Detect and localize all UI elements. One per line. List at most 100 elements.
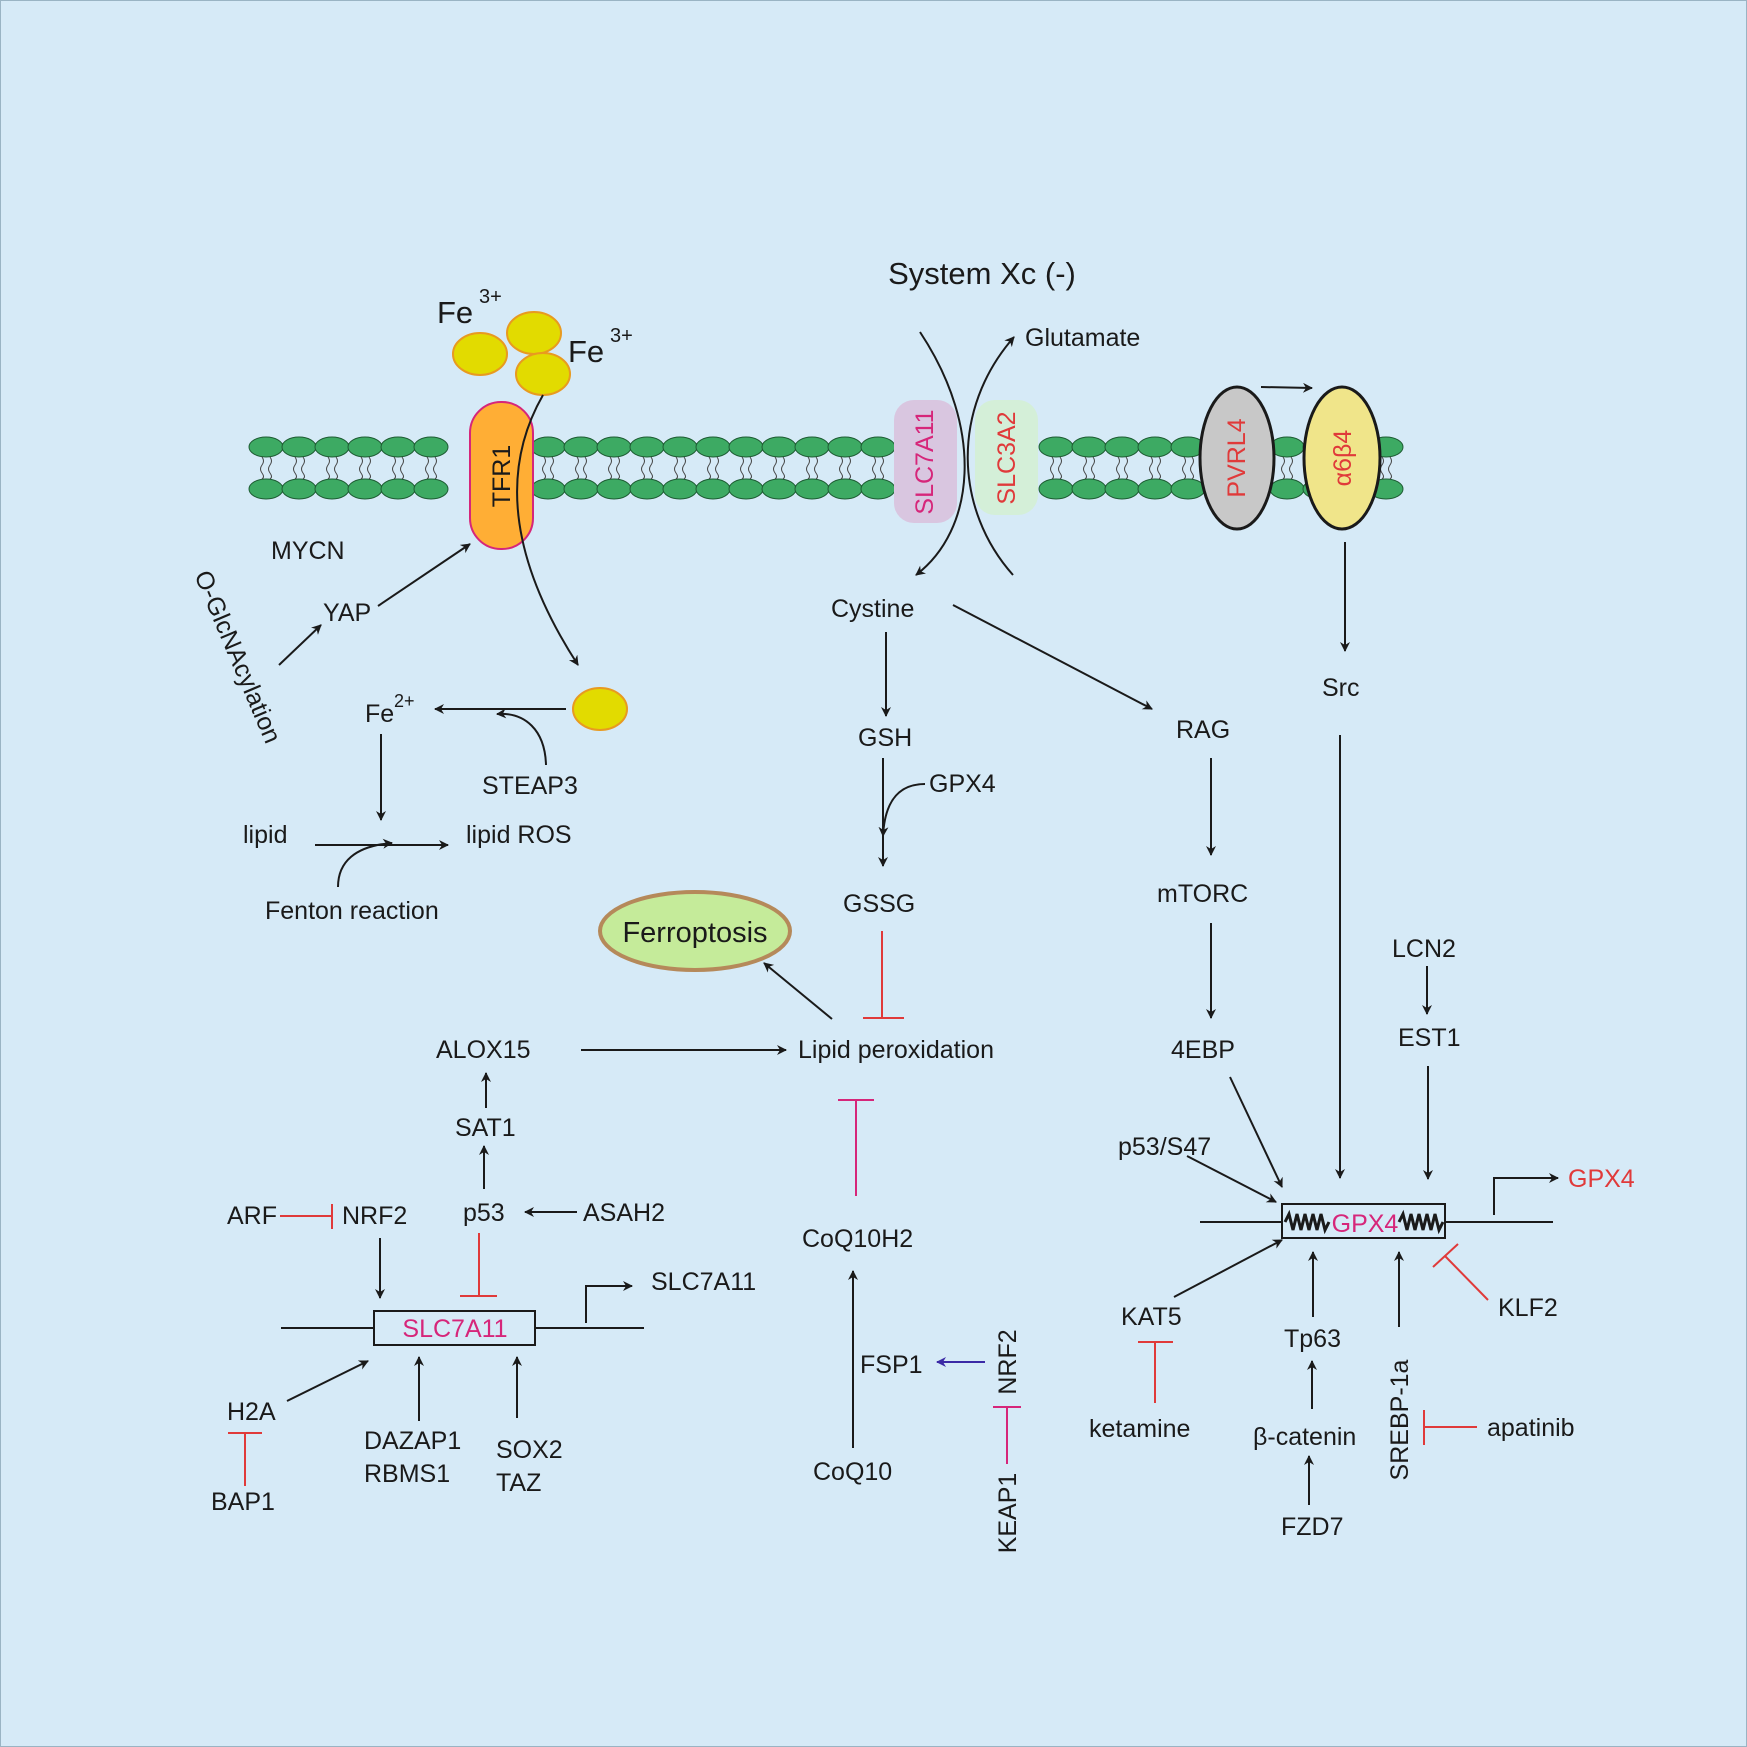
keap1-label: KEAP1 xyxy=(994,1473,1022,1554)
lipid-tail xyxy=(1281,456,1285,480)
lipid-head xyxy=(596,478,632,500)
ferroptosis-label: Ferroptosis xyxy=(622,917,767,949)
fzd7-label: FZD7 xyxy=(1281,1513,1344,1541)
gsh-label: GSH xyxy=(858,724,912,752)
yap-to-tfr1-arrow xyxy=(377,543,471,607)
lipid-tail xyxy=(715,456,719,480)
lipid-tail xyxy=(293,456,297,480)
lipid-tail xyxy=(616,456,620,480)
lipid-head xyxy=(281,478,317,500)
sox2-label: SOX2 xyxy=(496,1436,563,1464)
lipid-tail xyxy=(260,456,264,480)
lipid-tail xyxy=(1058,456,1062,480)
nrf2-left-label: NRF2 xyxy=(342,1202,407,1230)
lipid-tail xyxy=(326,456,330,480)
coq10h2-label: CoQ10H2 xyxy=(802,1225,913,1253)
apatinib-label: apatinib xyxy=(1487,1414,1575,1442)
p53s47-to-gpx4-arrow xyxy=(1186,1155,1277,1203)
lipid-head xyxy=(629,478,665,500)
lipid-tail xyxy=(1388,456,1392,480)
fsp1-label: FSP1 xyxy=(860,1351,923,1379)
lipid-tail xyxy=(334,456,338,480)
lipid-head xyxy=(1038,478,1074,500)
lipid-head xyxy=(1071,436,1107,458)
alox15-label: ALOX15 xyxy=(436,1036,531,1064)
lipid-tail xyxy=(583,456,587,480)
slc7a11-transporter xyxy=(894,400,957,523)
gpx4-catalysis-arc xyxy=(878,783,926,837)
fe3-sup-2: 3+ xyxy=(610,325,633,347)
lipid-tail xyxy=(550,456,554,480)
lipid-head xyxy=(248,478,284,500)
lipid-head xyxy=(596,436,632,458)
lipid-head xyxy=(413,436,449,458)
lcn2-label: LCN2 xyxy=(1392,935,1456,963)
klf2-inhibit-line xyxy=(1444,1255,1489,1301)
lipid-head xyxy=(314,436,350,458)
lipid-head xyxy=(314,478,350,500)
src-label: Src xyxy=(1322,674,1360,702)
fe3-label-1: Fe 3+ xyxy=(437,286,502,330)
lipid-tail xyxy=(641,456,645,480)
lipid-tail xyxy=(1182,456,1186,480)
mtorc-label: mTORC xyxy=(1157,880,1248,908)
coq10-label: CoQ10 xyxy=(813,1458,892,1486)
tp63-label: Tp63 xyxy=(1284,1325,1341,1353)
slc7a11-transporter-label: SLC7A11 xyxy=(911,409,939,514)
lipid-tail xyxy=(1157,456,1161,480)
klf2-label: KLF2 xyxy=(1498,1294,1558,1322)
lipid-head xyxy=(347,478,383,500)
kat5-to-gpx4-arrow xyxy=(1173,1239,1283,1298)
lipid-tail xyxy=(359,456,363,480)
yap-label: YAP xyxy=(323,599,371,627)
4ebp-label: 4EBP xyxy=(1171,1036,1235,1064)
lipid-tail xyxy=(1289,456,1293,480)
lipid-head xyxy=(1137,478,1173,500)
lipid-tail xyxy=(880,456,884,480)
lipid-head xyxy=(380,478,416,500)
lipid-label: lipid xyxy=(243,821,287,849)
fenton-catalysis-arc xyxy=(337,838,393,888)
lipid-tail xyxy=(433,456,437,480)
lipid-ros-label: lipid ROS xyxy=(466,821,572,849)
lipid-tail xyxy=(707,456,711,480)
lipid-head xyxy=(827,436,863,458)
lipid-head xyxy=(695,436,731,458)
iron-uptake-arrow xyxy=(516,394,579,666)
lipid-head xyxy=(281,436,317,458)
cystine-import-arc xyxy=(915,331,966,576)
lipid-tail xyxy=(268,456,272,480)
iron-ion-4 xyxy=(572,687,628,731)
lipid-tail xyxy=(740,456,744,480)
a6b4-integrin xyxy=(1302,385,1382,531)
gpx4-transcription-arrow xyxy=(1493,1173,1559,1215)
klf2-inhibit-bar xyxy=(1432,1243,1459,1268)
lipid-tail xyxy=(649,456,653,480)
pvrl4-to-a6b4-arrow xyxy=(1260,382,1313,393)
srebp-label: SREBP-1a xyxy=(1386,1359,1414,1480)
lipid-head xyxy=(794,478,830,500)
lipid-head xyxy=(761,478,797,500)
fe3-text-1: Fe xyxy=(437,295,473,330)
lipid-tail xyxy=(847,456,851,480)
slc7a11-product-label: SLC7A11 xyxy=(651,1268,756,1296)
slc7a11-transcription-arrow xyxy=(585,1281,633,1323)
lipid-head xyxy=(1071,478,1107,500)
slc7a11-gene-label: SLC7A11 xyxy=(402,1315,507,1343)
arf-label: ARF xyxy=(227,1202,277,1230)
oglcnac-to-yap-arrow xyxy=(278,624,322,666)
sat1-label: SAT1 xyxy=(455,1114,516,1142)
glutamate-label: Glutamate xyxy=(1025,324,1140,352)
lipid-head xyxy=(347,436,383,458)
fe2-sup: 2+ xyxy=(394,691,415,711)
lipid-head xyxy=(728,478,764,500)
mycn-label: MYCN xyxy=(271,537,345,565)
lipid-tail xyxy=(1116,456,1120,480)
iron-ion-1 xyxy=(452,332,508,376)
gpx4-gene-coil-left xyxy=(1283,1209,1331,1235)
4ebp-to-gpx4-arrow xyxy=(1229,1076,1283,1188)
h2a-label: H2A xyxy=(227,1398,276,1426)
lipid-head xyxy=(827,478,863,500)
lipid-head xyxy=(695,478,731,500)
lipid-head xyxy=(662,436,698,458)
